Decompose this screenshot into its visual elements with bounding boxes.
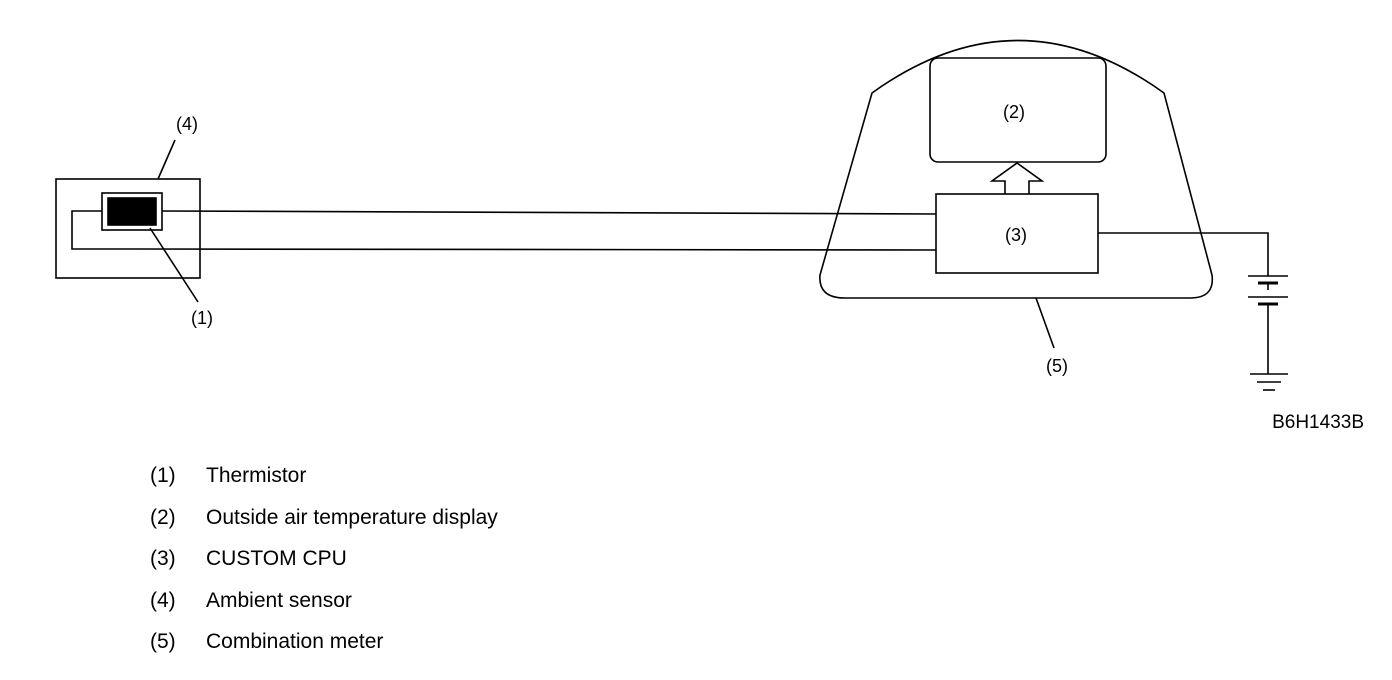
legend-item-ambient-sensor: (4) Ambient sensor — [150, 580, 498, 622]
legend-label: CUSTOM CPU — [206, 547, 347, 570]
sensor-inner-wire — [71, 210, 140, 250]
legend-list: (1) Thermistor (2) Outside air temperatu… — [150, 455, 498, 663]
callout-thermistor: (1) — [191, 308, 213, 328]
ambient-sensor-housing — [55, 178, 201, 279]
legend-number: (4) — [150, 588, 176, 612]
legend-item-cpu: (3) CUSTOM CPU — [150, 538, 498, 580]
legend-item-combination-meter: (5) Combination meter — [150, 621, 498, 663]
callout-combination-meter: (5) — [1046, 356, 1068, 376]
legend-item-display: (2) Outside air temperature display — [150, 497, 498, 539]
legend-item-thermistor: (1) Thermistor — [150, 455, 498, 497]
power-wire — [1098, 232, 1269, 276]
legend-label: Outside air temperature display — [206, 505, 498, 529]
thermistor-element — [107, 197, 157, 226]
battery-icon — [1248, 275, 1288, 374]
ground-icon — [1250, 373, 1288, 391]
leader-line-combination-meter — [1035, 297, 1055, 349]
signal-arrow — [989, 162, 1045, 194]
legend-number: (3) — [150, 547, 176, 570]
legend-label: Combination meter — [206, 630, 384, 653]
signal-wire-upper — [161, 210, 937, 215]
legend-label: Thermistor — [206, 464, 307, 487]
callout-cpu: (3) — [1005, 225, 1027, 245]
callout-display: (2) — [1003, 102, 1025, 122]
combination-meter-outline — [819, 39, 1214, 299]
figure-code: B6H1433B — [1272, 412, 1364, 433]
legend-number: (1) — [150, 464, 176, 487]
legend-number: (2) — [150, 505, 176, 529]
legend-label: Ambient sensor — [206, 588, 352, 612]
leader-line-ambient-sensor — [157, 139, 176, 180]
temperature-display-box — [929, 57, 1107, 163]
legend-number: (5) — [150, 630, 176, 653]
signal-wire-lower — [139, 248, 937, 251]
leader-line-thermistor — [149, 227, 199, 303]
callout-ambient-sensor: (4) — [176, 114, 198, 134]
